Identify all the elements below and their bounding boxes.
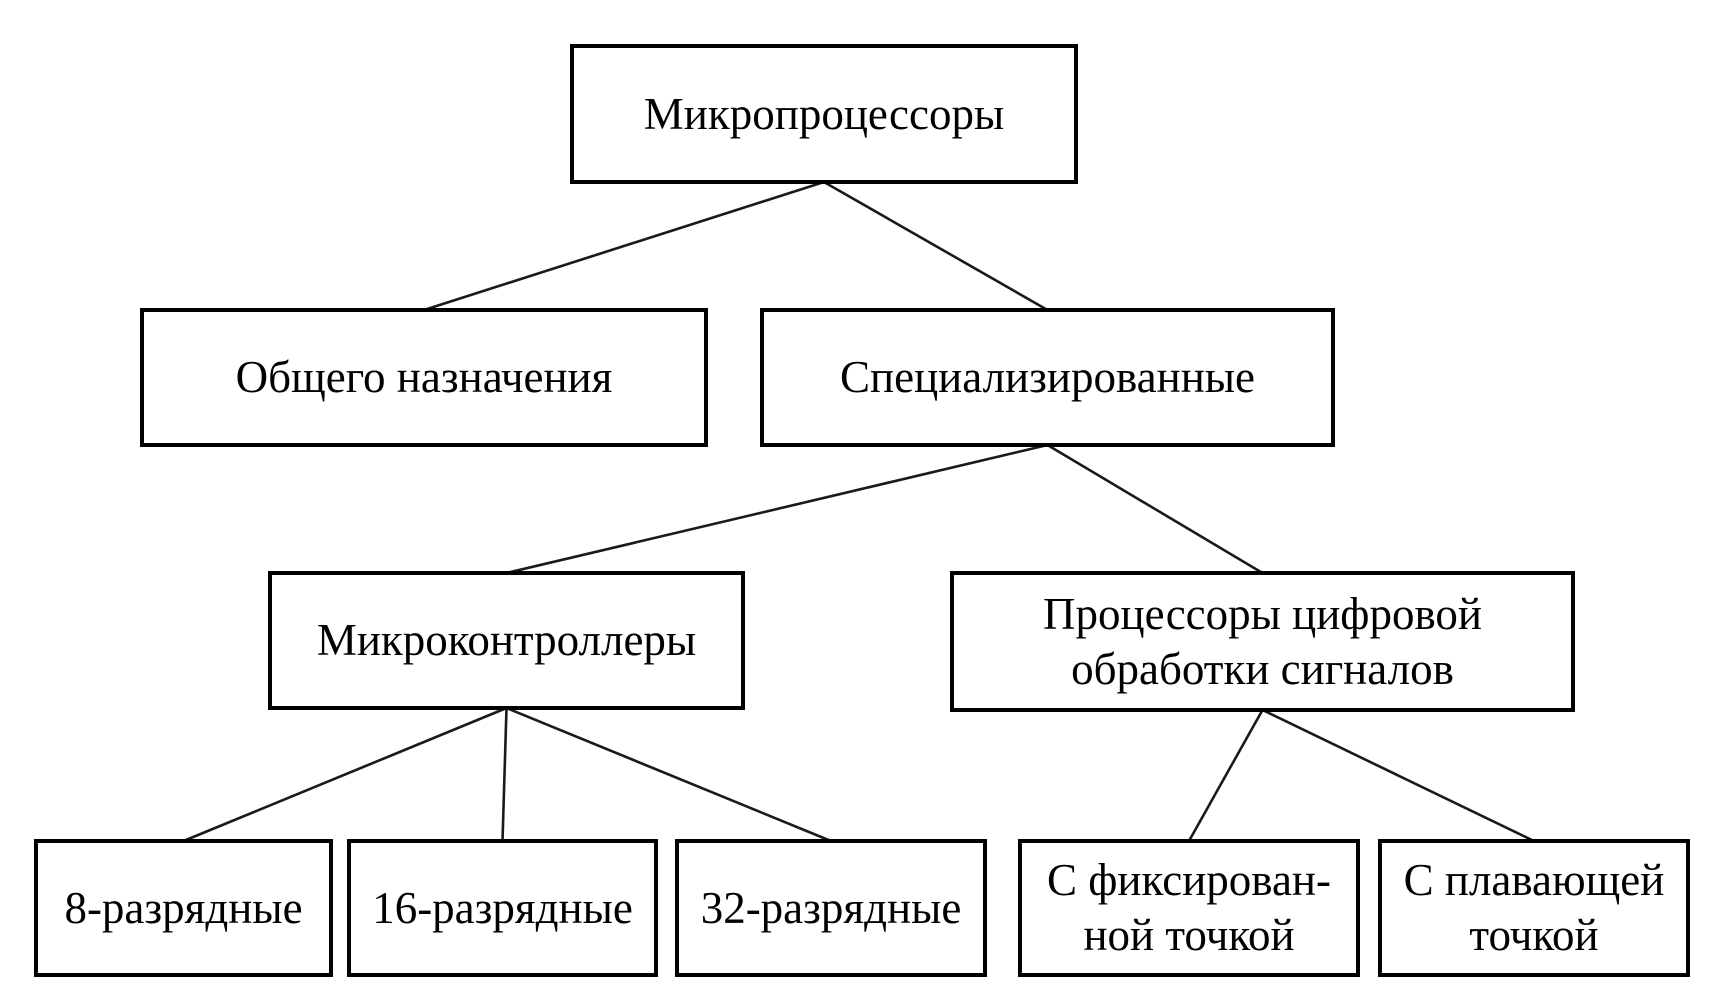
node-floating-point: С плавающей точкой [1378,839,1690,977]
node-label: Общего назначения [235,352,613,403]
connector-line-microcontrollers-bit32 [506,706,832,843]
node-label-line1: Процессоры цифровой [1043,588,1482,639]
node-specialized: Специализированные [760,308,1335,447]
node-label: Специализированные [840,352,1255,403]
node-label: 32-разрядные [700,882,962,933]
node-label: Микроконтроллеры [316,615,697,666]
node-label: 8-разрядные [64,882,303,933]
node-fixed-point: С фиксирован- ной точкой [1018,839,1360,977]
connector-line-microcontrollers-bit8 [183,706,507,843]
node-general-purpose: Общего назначения [140,308,708,447]
node-label-line1: С фиксирован- [1047,855,1331,906]
connector-line-microcontrollers-bit16 [501,707,508,842]
node-32-bit: 32-разрядные [675,839,987,977]
node-16-bit: 16-разрядные [347,839,658,977]
connector-line-dsp-floating_point [1261,708,1535,843]
node-8-bit: 8-разрядные [34,839,333,977]
connector-line-dsp-fixed_point [1187,709,1264,842]
connector-line-specialized-microcontrollers [506,443,1048,575]
node-microcontrollers: Микроконтроллеры [268,571,745,710]
connector-line-specialized-dsp [1046,443,1264,575]
node-label-line1: С плавающей [1403,855,1665,906]
node-label: Микропроцессоры [643,88,1005,139]
connector-line-root-general_purpose [423,180,825,312]
connector-line-root-specialized [823,180,1049,312]
node-digital-signal-processors: Процессоры цифровой обработки сигналов [950,571,1575,712]
node-label-line2: обработки сигналов [1071,643,1454,694]
node-label-line2: точкой [1469,910,1599,960]
node-microprocessors: Микропроцессоры [570,44,1078,184]
node-label-line2: ной точкой [1083,910,1295,960]
node-label: 16-разрядные [372,882,633,933]
